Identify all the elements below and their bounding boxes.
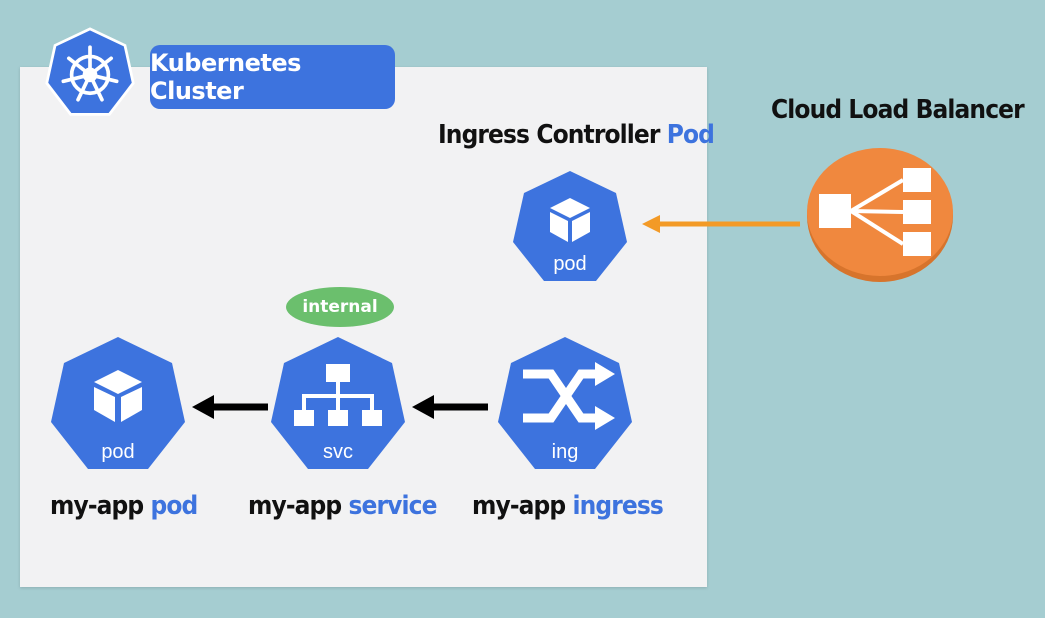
ingress-to-service-arrow — [412, 395, 488, 419]
ingress-controller-pod-text: pod — [553, 253, 586, 275]
ingress-controller-pod-icon: pod — [513, 171, 627, 281]
pod-label: my-app pod — [50, 491, 199, 521]
kubernetes-logo-icon — [45, 27, 135, 116]
service-icon-text: svc — [323, 441, 353, 463]
pod-icon-text: pod — [101, 441, 134, 463]
ingress-label: my-app ingress — [472, 491, 664, 521]
ingress-label-accent: ingress — [572, 491, 664, 521]
cluster-title: Kubernetes Cluster — [150, 45, 395, 109]
cloud-load-balancer-icon — [807, 148, 953, 282]
ingress-label-prefix: my-app — [472, 491, 566, 521]
pod-icon: pod — [51, 337, 185, 469]
service-to-pod-arrow — [192, 395, 268, 419]
ingress-controller-label: Ingress Controller Pod — [438, 120, 715, 150]
ingress-icon: ing — [498, 337, 632, 469]
service-icon: svc — [271, 337, 405, 469]
ingress-controller-label-accent: Pod — [666, 120, 715, 150]
ingress-icon-text: ing — [552, 441, 579, 463]
service-label-accent: service — [348, 491, 438, 521]
pod-label-accent: pod — [150, 491, 199, 521]
service-label: my-app service — [248, 491, 437, 521]
load-balancer-arrow — [642, 215, 800, 233]
ingress-controller-label-prefix: Ingress Controller — [438, 120, 660, 150]
pod-label-prefix: my-app — [50, 491, 144, 521]
kubernetes-cluster-box — [20, 67, 707, 587]
service-label-prefix: my-app — [248, 491, 342, 521]
internal-badge: internal — [286, 287, 394, 327]
load-balancer-label: Cloud Load Balancer — [771, 95, 1025, 125]
